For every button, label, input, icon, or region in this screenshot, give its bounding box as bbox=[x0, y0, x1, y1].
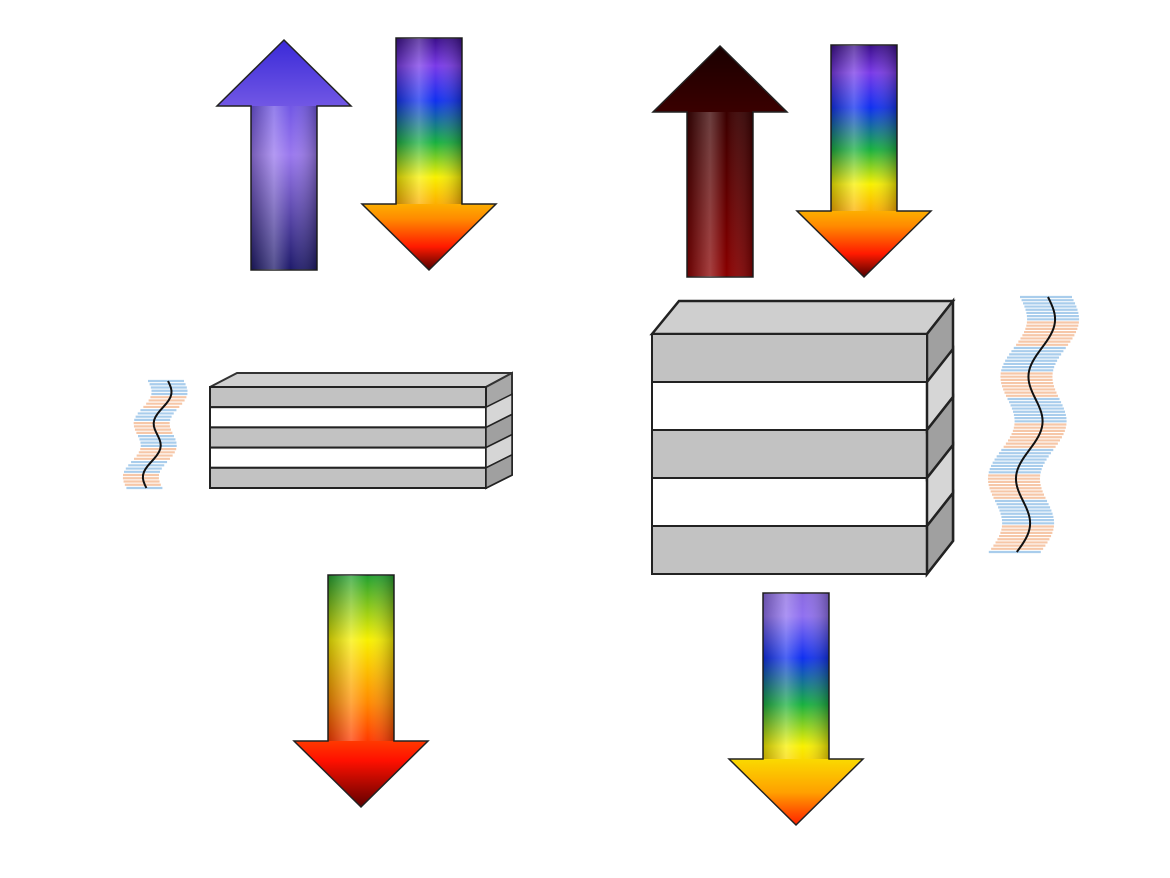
layer bbox=[209, 406, 487, 429]
thick-layer-stack bbox=[649, 297, 956, 578]
layer bbox=[209, 426, 487, 449]
arrow-down-rainbow-icon bbox=[795, 44, 933, 279]
wavy-strip-large bbox=[987, 295, 1080, 554]
layer bbox=[651, 429, 928, 479]
layer bbox=[209, 466, 487, 489]
layer bbox=[651, 333, 928, 383]
arrow-up-violet-icon bbox=[215, 38, 353, 271]
arrow-down-rainbow-icon bbox=[360, 37, 498, 272]
layer bbox=[209, 386, 487, 409]
arrow-down-violet-yellow-icon bbox=[727, 592, 865, 827]
thin-layer-stack bbox=[209, 371, 513, 490]
layer bbox=[651, 477, 928, 527]
layer bbox=[651, 525, 928, 575]
layer bbox=[209, 446, 487, 469]
arrow-up-darkred-icon bbox=[651, 44, 789, 278]
layer bbox=[651, 381, 928, 431]
wavy-strip-small bbox=[122, 379, 188, 490]
arrow-down-green-red-icon bbox=[292, 574, 430, 809]
